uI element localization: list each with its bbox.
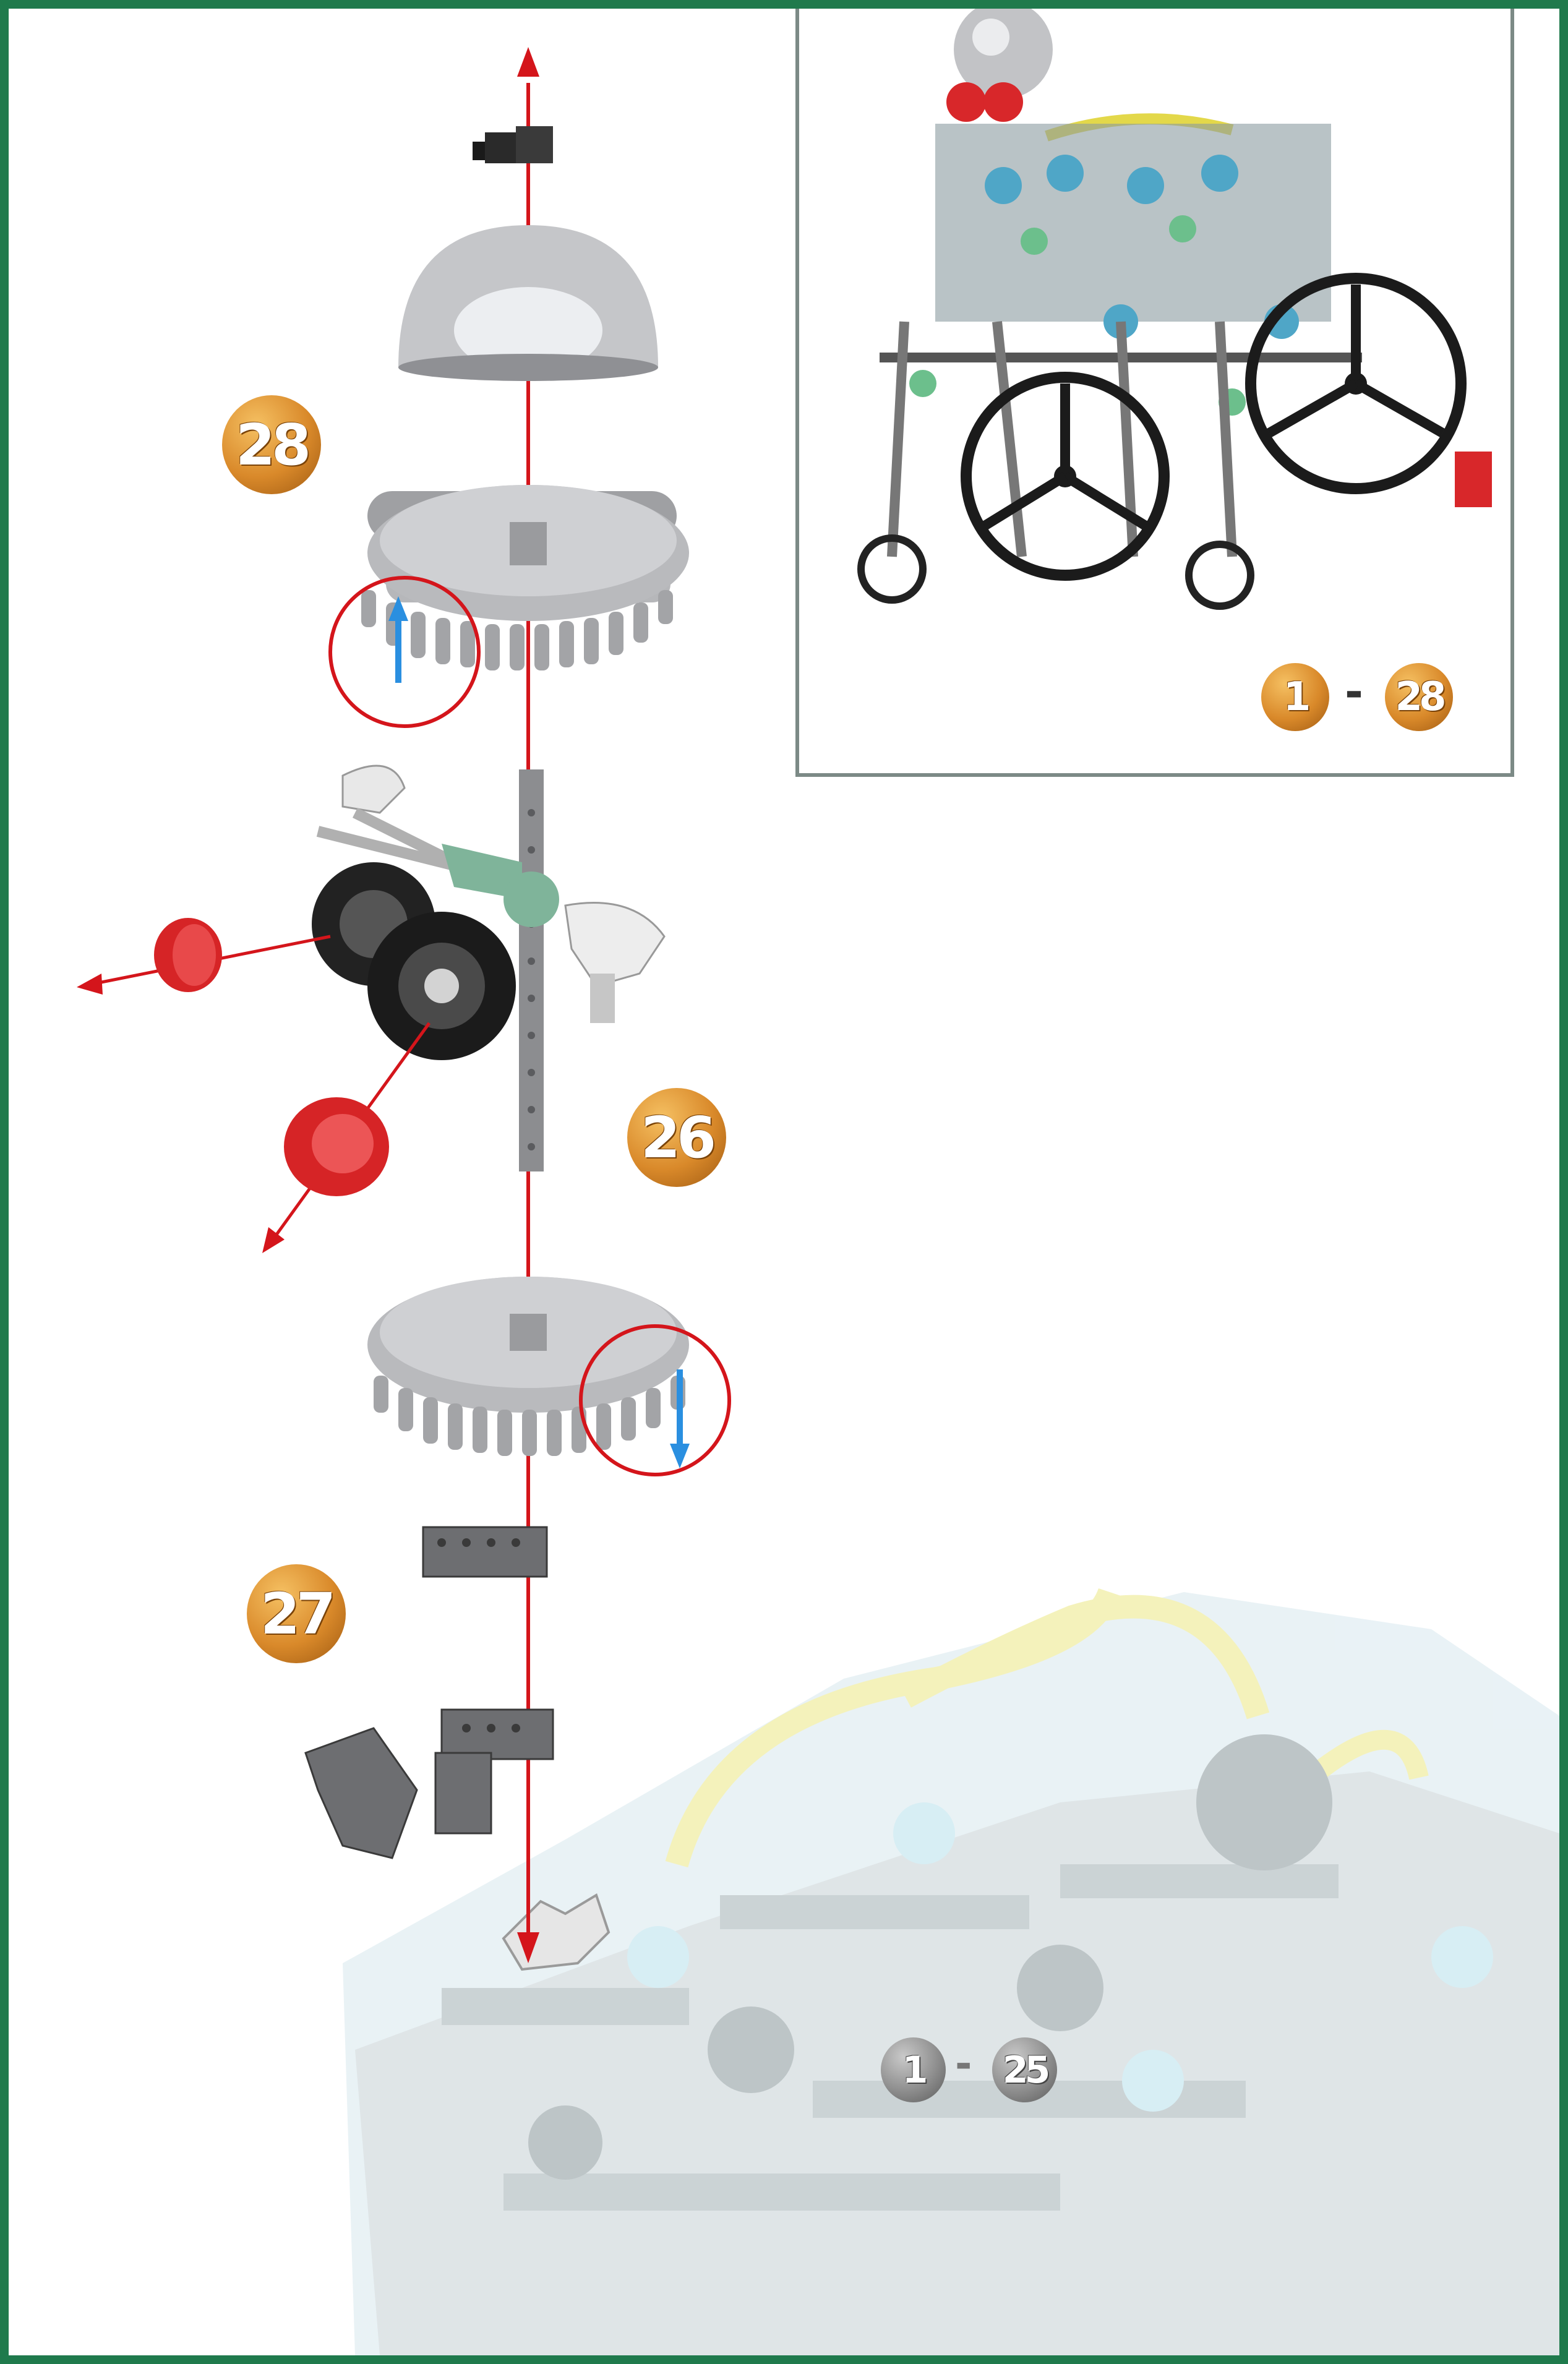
- step-number-badge: 28: [222, 395, 321, 494]
- range-start-badge: 1: [1261, 663, 1329, 731]
- range-separator: -: [1345, 666, 1363, 717]
- completed-model-illustration: [799, 9, 1510, 773]
- range-start-badge: 1: [881, 2037, 946, 2102]
- range-end-badge: 28: [1385, 663, 1453, 731]
- completed-model-inset: [795, 9, 1514, 777]
- step-number-badge: 27: [247, 1564, 346, 1663]
- step-number-badge: 26: [627, 1088, 726, 1187]
- instruction-page: 28 26 27 1 - 28 1 - 25: [9, 9, 1559, 2355]
- range-end-badge: 25: [992, 2037, 1057, 2102]
- range-separator: -: [955, 2040, 972, 2088]
